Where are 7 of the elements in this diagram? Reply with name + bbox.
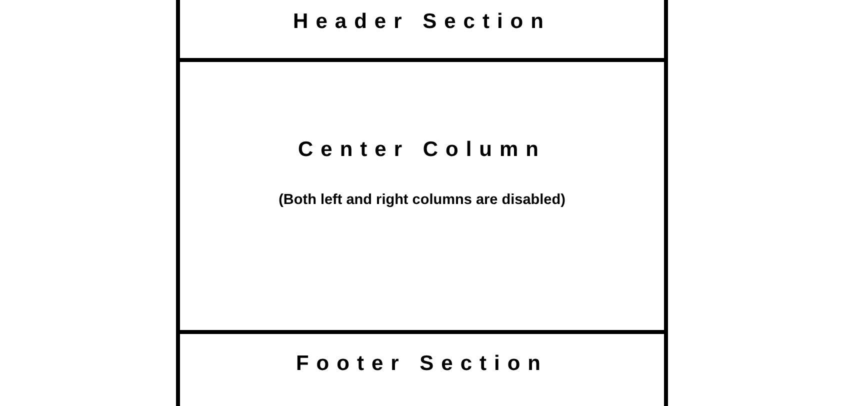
layout-section-box [176,0,668,62]
note-text: (Both left and right columns are disabled) [278,192,566,208]
layout-section-box [176,330,668,406]
layout-section-box [176,62,668,330]
section-heading: Header Section [293,10,551,34]
column-heading: Center Column [298,138,546,162]
section-heading: Footer Section [296,352,548,376]
